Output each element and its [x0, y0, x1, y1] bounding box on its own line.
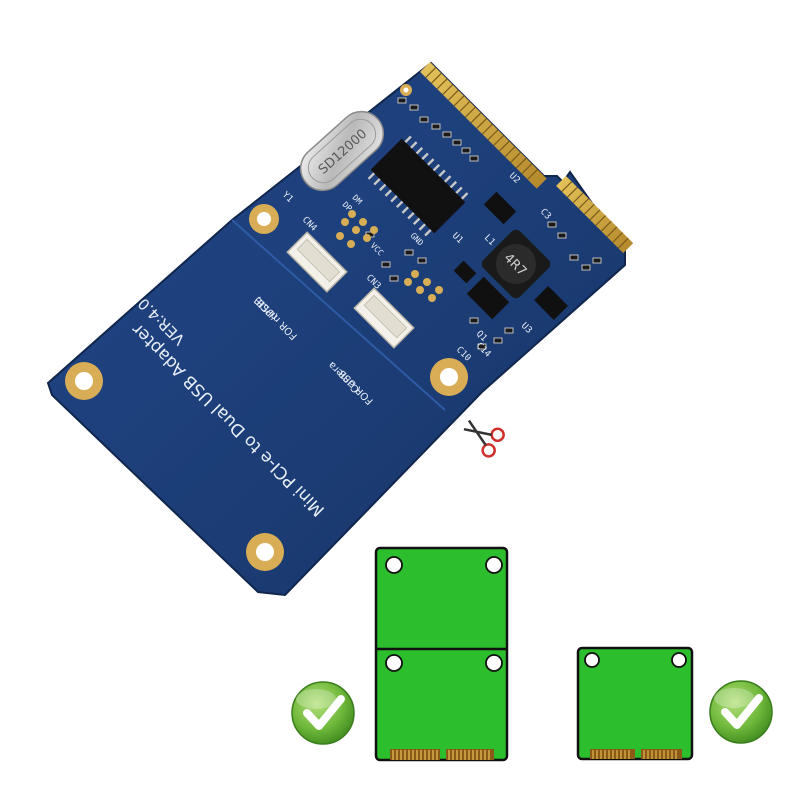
crystal-oscillator: SD12000 — [299, 110, 385, 192]
check-mark-icon — [291, 681, 355, 745]
mounting-hole — [430, 358, 468, 396]
edge-connector-top — [420, 62, 547, 189]
mounting-hole — [249, 204, 279, 234]
mounting-hole — [400, 84, 412, 96]
usb-header-connector-1 — [286, 231, 348, 293]
small-ic — [453, 260, 477, 284]
regulator-chip — [466, 276, 510, 320]
adapter-board: SD12000 4R7 — [46, 61, 634, 597]
usb-hub-chip — [367, 135, 469, 237]
check-mark-icon — [709, 680, 773, 744]
mosfet-chip — [534, 286, 568, 320]
usb-header-connector-2 — [353, 287, 415, 349]
smd-components — [365, 97, 602, 350]
edge-connector-bottom — [556, 176, 634, 254]
full-size-mini-pcie-card — [374, 546, 509, 762]
small-ic — [483, 191, 517, 225]
half-size-mini-pcie-card — [576, 646, 694, 761]
cut-line — [231, 219, 446, 411]
power-inductor: 4R7 — [481, 229, 551, 299]
scissors-icon — [463, 419, 505, 458]
solder-pads — [336, 210, 443, 302]
mounting-hole — [246, 533, 284, 571]
mounting-hole — [65, 362, 103, 400]
